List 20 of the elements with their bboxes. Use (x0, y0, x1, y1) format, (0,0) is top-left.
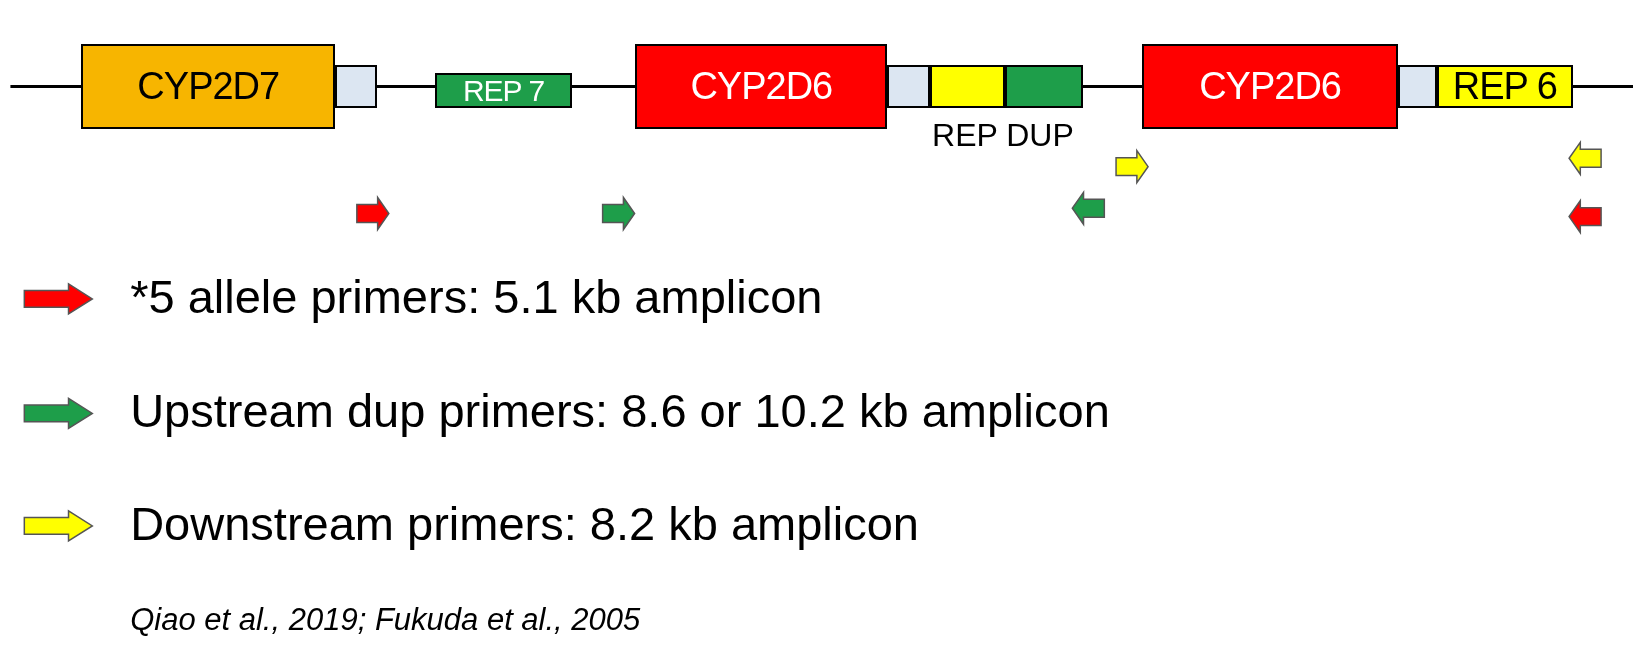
legend-text: *5 allele primers: 5.1 kb amplicon (130, 268, 823, 324)
region-label: REP DUP (932, 116, 1074, 154)
gene-box (635, 43, 888, 130)
legend-text: Downstream primers: 8.2 kb amplicon (130, 495, 919, 551)
region-box (887, 64, 930, 109)
repeat-box (435, 72, 572, 109)
gene-label: REP 7 (462, 73, 545, 108)
legend-text: Upstream dup primers: 8.6 or 10.2 kb amplicon (130, 383, 1110, 439)
gene-box (81, 43, 336, 130)
region-box (1397, 64, 1438, 109)
citation: Qiao et al., 2019; Fukuda et al., 2005 (130, 601, 641, 638)
gene-label: CYP2D7 (137, 64, 280, 108)
gene-label: CYP2D6 (690, 64, 833, 108)
repeat-box (930, 64, 1005, 109)
gene-label: REP 6 (1452, 64, 1557, 108)
gene-label: CYP2D6 (1199, 64, 1341, 108)
repeat-box (1005, 64, 1084, 109)
gene-box (1142, 43, 1398, 130)
region-box (335, 64, 377, 109)
repeat-box (1437, 64, 1573, 109)
